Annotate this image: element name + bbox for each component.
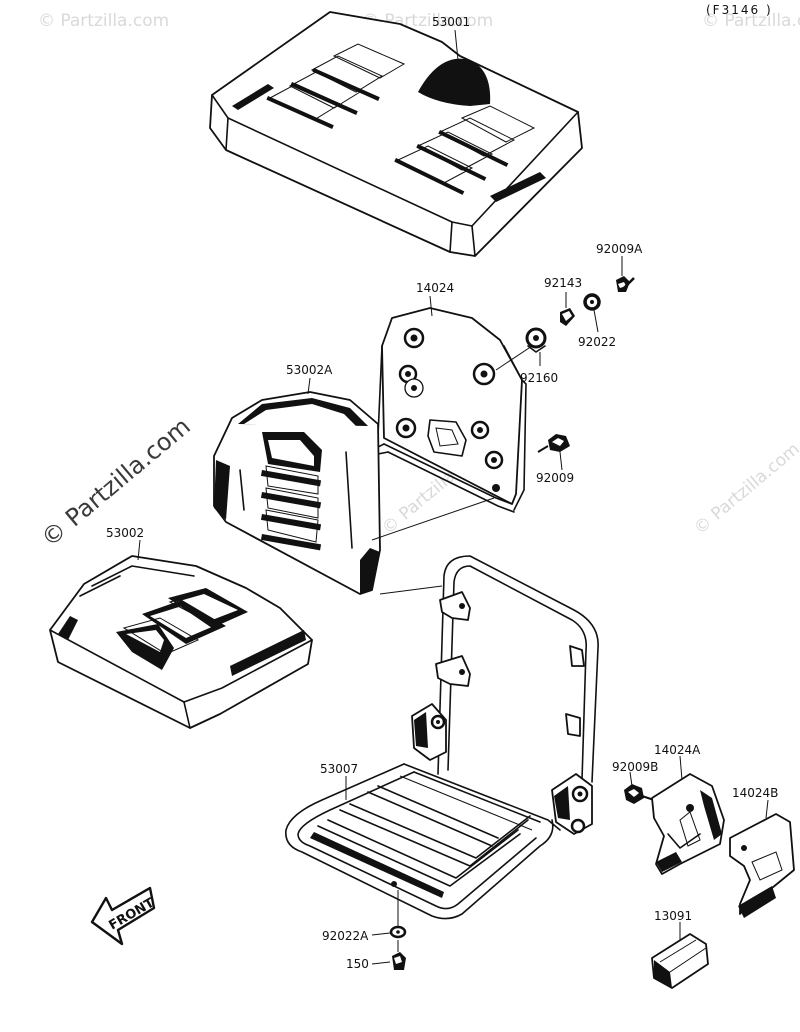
- label-13091: 13091: [654, 909, 692, 923]
- front-direction-arrow: FRONT: [90, 886, 157, 946]
- reference-code: (F3146 ): [706, 3, 773, 17]
- backrest-53002A: [213, 391, 381, 595]
- label-92009: 92009: [536, 471, 574, 485]
- bracket-14024A: [651, 773, 725, 875]
- label-92022: 92022: [578, 335, 616, 349]
- clip-13091: [651, 933, 709, 989]
- bolt-150: [392, 952, 406, 970]
- label-150: 150: [346, 957, 369, 971]
- label-92009B: 92009B: [612, 760, 658, 774]
- label-53002A: 53002A: [286, 363, 333, 377]
- washer-92022: [583, 293, 601, 311]
- grommet-92160: [525, 327, 547, 353]
- label-53002: 53002: [106, 526, 144, 540]
- bolt-92009B: [624, 784, 655, 804]
- cover-14024B: [729, 813, 795, 918]
- seat-frame-53007: [285, 555, 599, 920]
- back-plate-14024: [371, 307, 527, 513]
- seat-cushion-53001: [209, 11, 583, 257]
- label-92160: 92160: [520, 371, 558, 385]
- collar-92143: [560, 308, 575, 326]
- washer-92022A: [389, 925, 407, 939]
- label-53007: 53007: [320, 762, 358, 776]
- bolt-92009A: [616, 276, 635, 292]
- watermark-top-right: © Partzilla.com: [702, 11, 800, 31]
- watermark-top-left: © Partzilla.com: [38, 11, 169, 31]
- label-53001: 53001: [432, 15, 470, 29]
- label-92009A: 92009A: [596, 242, 643, 256]
- label-92143: 92143: [544, 276, 582, 290]
- label-14024: 14024: [416, 281, 454, 295]
- bolt-92009: [537, 434, 570, 453]
- label-92022A: 92022A: [322, 929, 369, 943]
- label-14024B: 14024B: [732, 786, 778, 800]
- label-14024A: 14024A: [654, 743, 701, 757]
- seat-pad-53002: [49, 555, 313, 729]
- watermark-right: © Partzilla.com: [690, 439, 800, 539]
